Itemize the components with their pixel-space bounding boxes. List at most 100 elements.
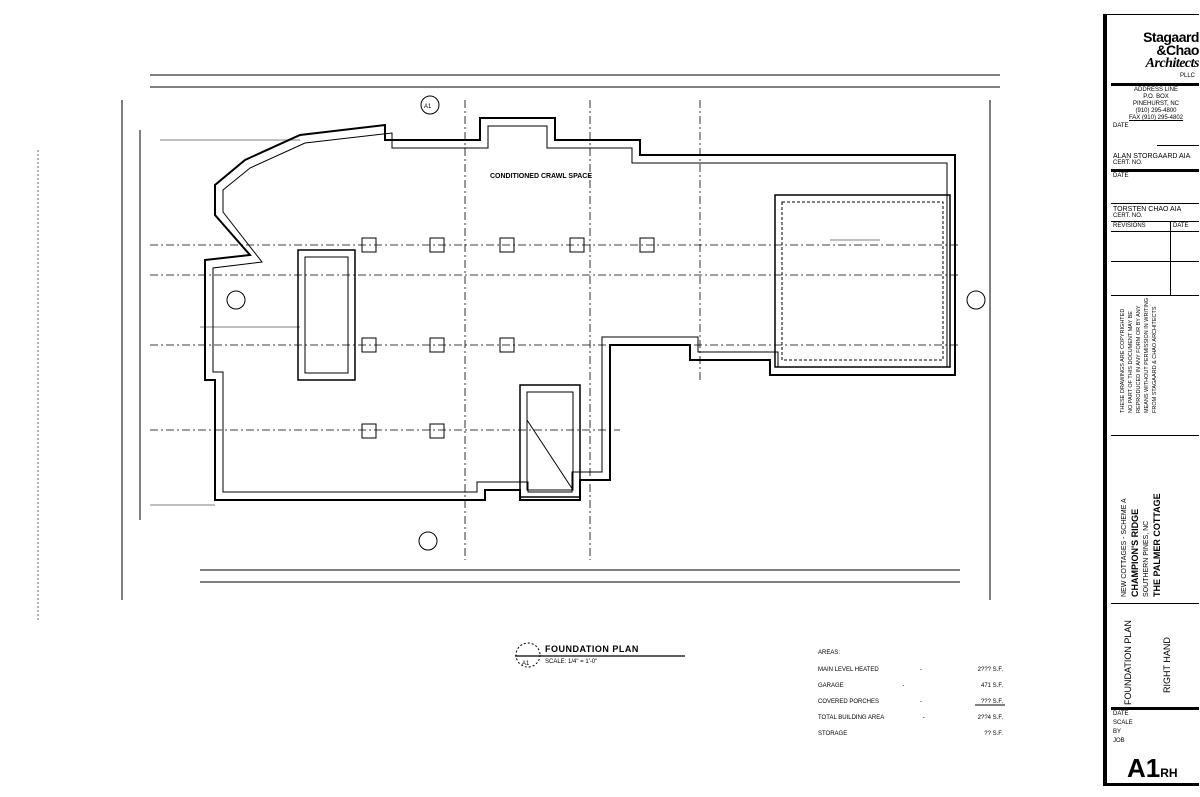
copyright-line: NO PART OF THIS DOCUMENT MAY BE (1128, 311, 1134, 413)
date-label: DATE (1113, 123, 1129, 129)
grid-lines (150, 100, 960, 560)
detail-marker: A1 (522, 661, 530, 667)
firm-logo: Stagaard &Chao Architects (1115, 29, 1200, 71)
garage-slab-inner (781, 201, 944, 361)
pier (499, 237, 515, 253)
date-label: DATE (1113, 173, 1129, 179)
leader-lines (150, 139, 880, 506)
meta-by: BY (1113, 729, 1122, 735)
area-value: 471 S.F. (980, 683, 1003, 689)
piers (361, 237, 655, 439)
section-marker-label: A1 (424, 104, 432, 110)
divider (1111, 295, 1199, 296)
divider (1111, 707, 1199, 710)
address-line: ADDRESS LINE (1133, 87, 1178, 93)
divider (1157, 145, 1199, 146)
pier (499, 337, 515, 353)
divider (1111, 169, 1199, 172)
divider (1111, 83, 1199, 86)
pier (639, 237, 655, 253)
foundation-plan-drawing: CONDITIONED CRAWL SPACE A1 (37, 74, 1005, 706)
area-label: TOTAL BUILDING AREA (818, 715, 885, 721)
divider (1111, 603, 1199, 604)
interior-pad-inner (304, 256, 349, 374)
copyright-line: FROM STAGAARD & CHAO ARCHITECTS (1152, 306, 1158, 413)
area-value: ??? S.F. (980, 699, 1003, 705)
sheet-number: A1RH (1127, 753, 1178, 784)
architect-1: ALAN STORGAARD AIA (1113, 153, 1191, 160)
interior-pad (297, 249, 356, 381)
pier (429, 337, 445, 353)
area-value: 2??? S.F. (977, 667, 1003, 673)
area-label: STORAGE (818, 731, 848, 737)
area-row: GARAGE - 471 S.F. (818, 678, 1003, 694)
sheet-number-value: A1 (1127, 753, 1161, 783)
divider (1111, 435, 1199, 436)
areas-heading: AREAS: (818, 650, 841, 656)
project-cottage: THE PALMER COTTAGE (1152, 493, 1162, 597)
pier (429, 237, 445, 253)
detail-bubble (515, 642, 541, 668)
architect-2-cert: CERT. NO. (1113, 213, 1143, 219)
pad-diagonal (526, 419, 574, 491)
title-block: Stagaard &Chao Architects PLLC ADDRESS L… (1103, 14, 1200, 786)
architect-2: TORSTEN CHAO AIA (1113, 206, 1182, 213)
copyright-line: THESE DRAWINGS ARE COPYRIGHTED (1120, 308, 1126, 413)
drawing-scale: SCALE: 1/4" = 1'-0" (545, 659, 598, 665)
section-marker (966, 290, 986, 310)
architect-1-cert: CERT. NO. (1113, 160, 1143, 166)
room-label: CONDITIONED CRAWL SPACE (490, 173, 592, 180)
copyright-line: REPRODUCED IN ANY FORM OR BY ANY (1136, 305, 1142, 413)
garage-slab (774, 194, 951, 368)
divider (1111, 221, 1199, 222)
area-row: MAIN LEVEL HEATED - 2??? S.F. (818, 662, 1003, 678)
pier (569, 237, 585, 253)
meta-date: DATE (1113, 711, 1129, 717)
section-marker (420, 95, 440, 115)
copyright-line: MEANS WITHOUT PERMISSION IN WRITING (1144, 297, 1150, 413)
meta-scale: SCALE (1113, 720, 1133, 726)
firm-name-line: &Chao (1156, 42, 1199, 58)
interior-pad-inner (526, 391, 574, 491)
foundation-wall (204, 117, 956, 501)
area-label: GARAGE (818, 683, 844, 689)
firm-name-line: Architects (1145, 56, 1200, 71)
area-row: STORAGE ?? S.F. (818, 726, 1003, 742)
sheet-title: FOUNDATION PLAN (1123, 620, 1133, 705)
area-row: TOTAL BUILDING AREA - 2??4 S.F. (818, 710, 1003, 726)
meta-job: JOB (1113, 738, 1125, 744)
address-line: P.O. BOX (1143, 94, 1169, 100)
revisions-column-divider (1170, 221, 1171, 295)
drawing-title: FOUNDATION PLAN (545, 644, 639, 654)
area-label: MAIN LEVEL HEATED (818, 667, 879, 673)
pier (361, 237, 377, 253)
area-separator: - (902, 683, 905, 689)
foundation-wall-inner (212, 125, 948, 493)
area-separator: - (919, 667, 922, 673)
sheet-subtitle: RIGHT HAND (1162, 637, 1172, 693)
area-separator: - (920, 699, 922, 705)
pier (361, 337, 377, 353)
section-marker (226, 290, 246, 310)
firm-name-line: Stagaard (1143, 29, 1199, 45)
project-info: NEW COTTAGES - SCHEME A CHAMPION'S RIDGE… (1119, 493, 1163, 597)
pier (429, 423, 445, 439)
address-line: PINEHURST, NC (1132, 101, 1179, 107)
area-label: COVERED PORCHES (818, 699, 880, 705)
area-value: ?? S.F. (984, 731, 1003, 737)
divider (1111, 261, 1199, 262)
firm-suffix: PLLC (1179, 73, 1195, 79)
project-location: SOUTHERN PINES, NC (1143, 520, 1150, 597)
area-separator: - (922, 715, 925, 721)
address-line: (910) 295-4800 (1135, 108, 1177, 114)
project-name: CHAMPION'S RIDGE (1130, 508, 1140, 597)
project-scheme: NEW COTTAGES - SCHEME A (1121, 498, 1128, 597)
interior-pad (519, 384, 581, 498)
address-line: FAX (910) 295-4802 (1128, 115, 1184, 121)
sheet-number-suffix: RH (1160, 766, 1178, 780)
area-value: 2??4 S.F. (977, 715, 1003, 721)
revisions-header: REVISIONS (1113, 223, 1146, 229)
areas-table: AREAS: MAIN LEVEL HEATED - 2??? S.F. GARAG… (818, 650, 1003, 742)
